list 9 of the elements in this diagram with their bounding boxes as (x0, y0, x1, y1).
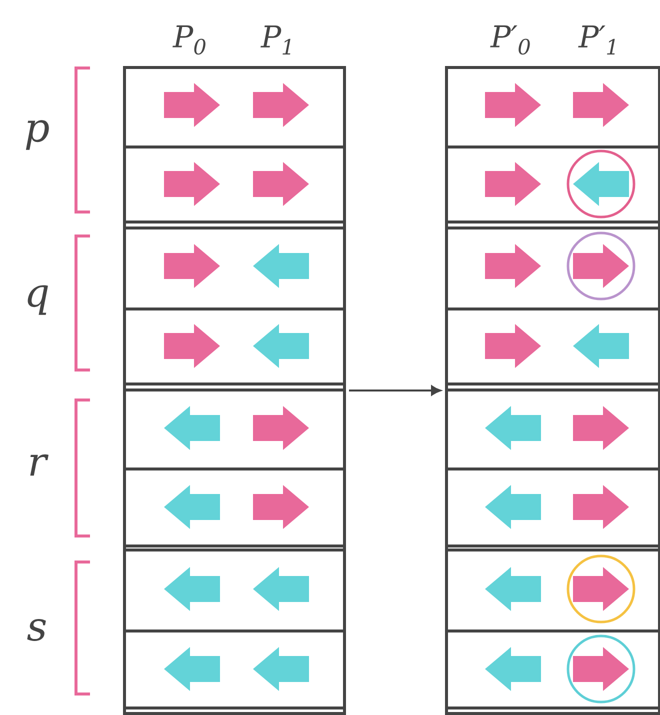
row-group-label: s (27, 619, 46, 641)
arrow (349, 386, 441, 396)
column-header: P$_{1}$ (260, 26, 290, 54)
column-header: P′$_{0}$ (490, 25, 530, 55)
column-header: P′$_{1}$ (578, 26, 615, 54)
row-group-label: q (28, 285, 48, 315)
row-group-label: r (30, 454, 49, 476)
row-group-label: p (26, 120, 49, 150)
column-header: P$_{0}$ (172, 25, 206, 55)
